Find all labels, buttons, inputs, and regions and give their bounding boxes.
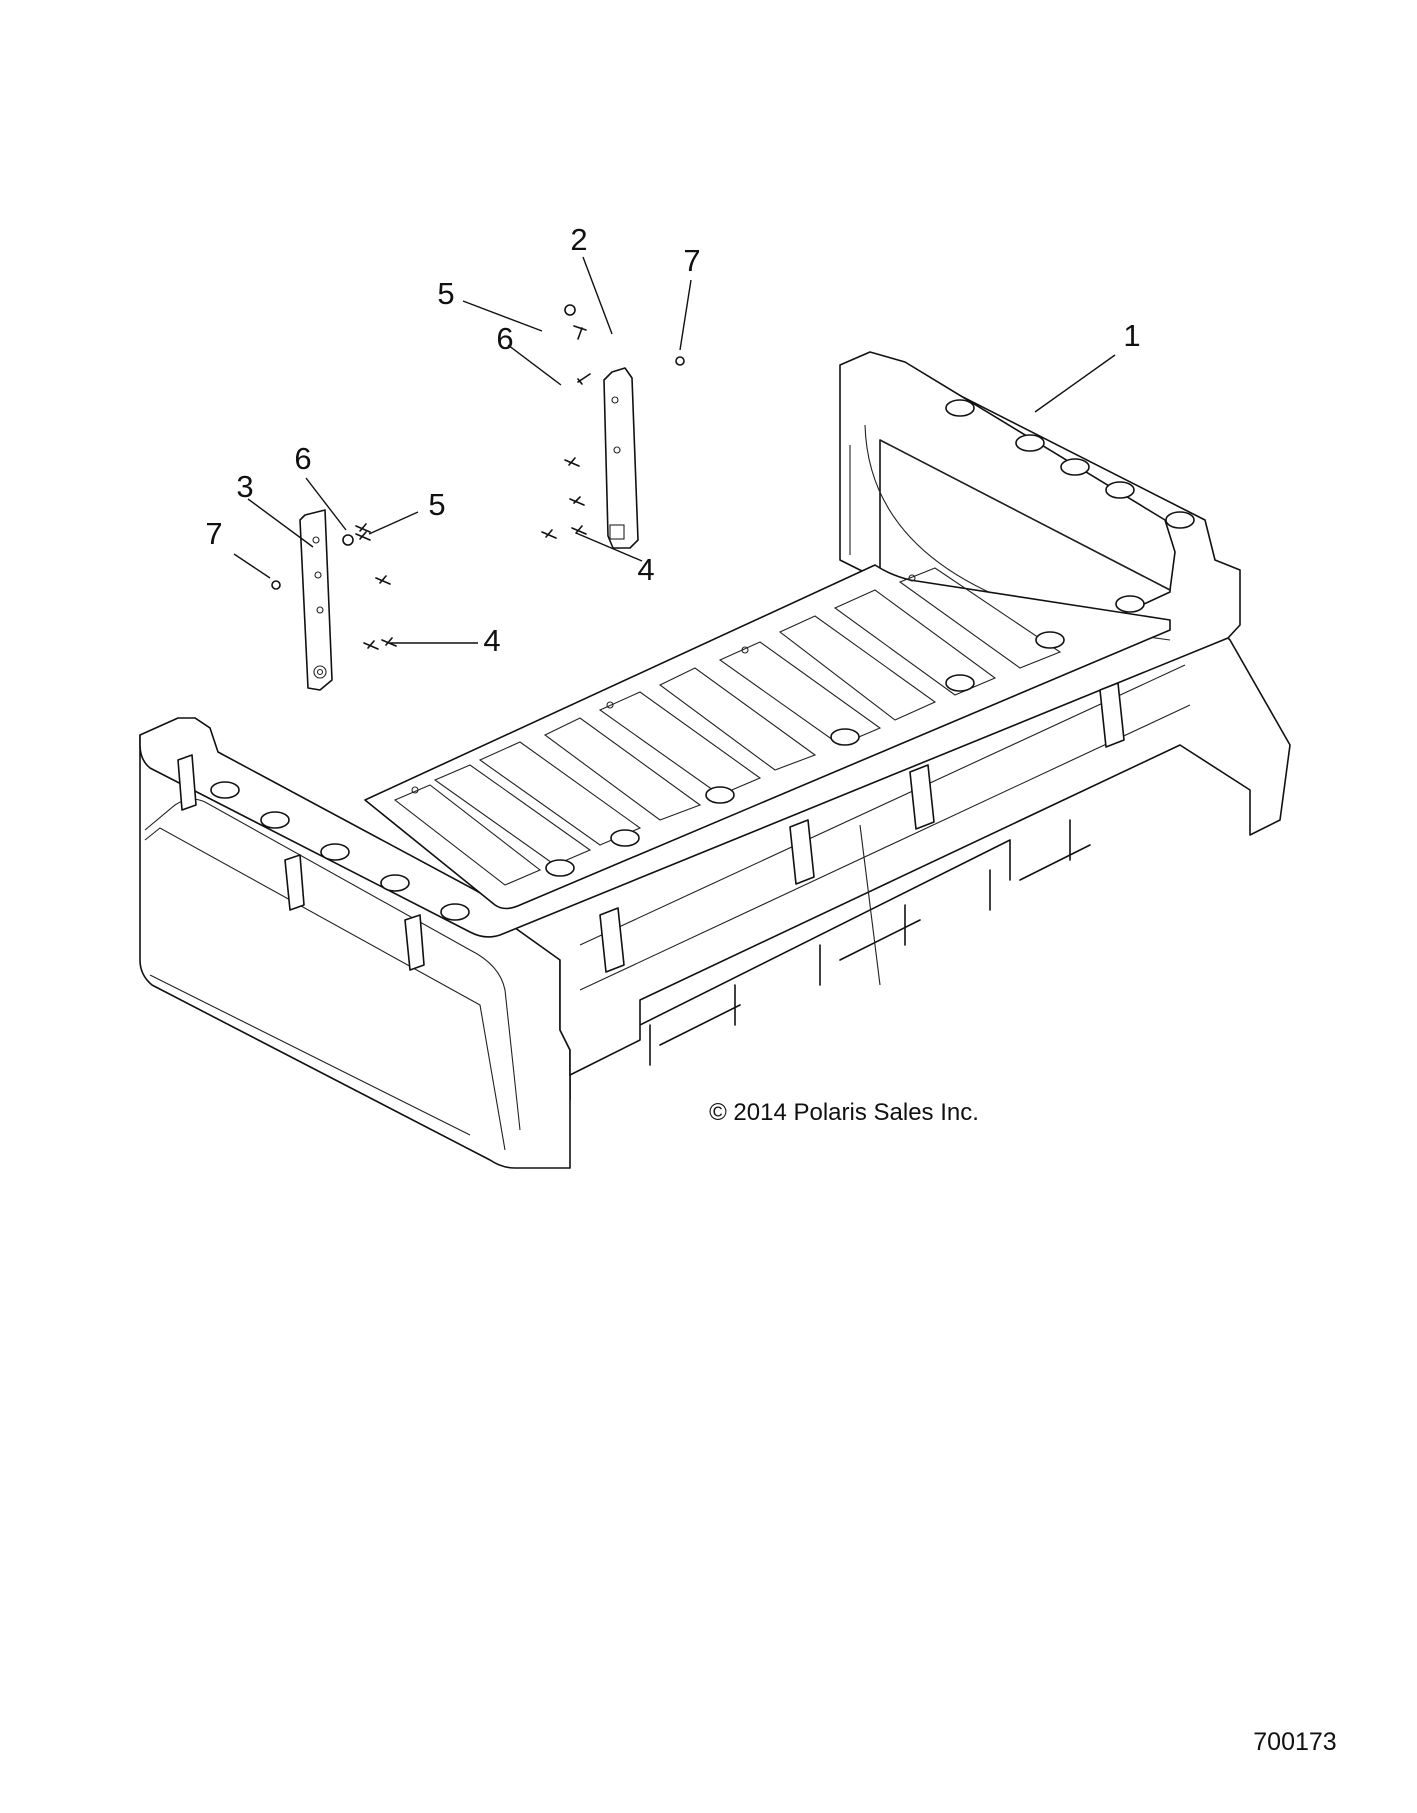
cargo-box-right-wall bbox=[839, 351, 1176, 591]
callout-5b: 5 bbox=[428, 487, 445, 522]
bolt-icon bbox=[381, 637, 397, 647]
callout-4b: 4 bbox=[483, 623, 500, 658]
cargo-box-tie-down-loops bbox=[177, 682, 1125, 973]
cargo-box-floor-ribs bbox=[393, 567, 1062, 886]
screw-icon bbox=[573, 325, 587, 340]
screw-icon bbox=[577, 373, 591, 385]
callout-7b: 7 bbox=[205, 516, 222, 551]
bracket-right bbox=[603, 367, 639, 549]
callout-6a: 6 bbox=[496, 321, 513, 356]
cargo-box-floor bbox=[364, 564, 1171, 910]
callout-6b: 6 bbox=[294, 441, 311, 476]
screw-icon bbox=[355, 531, 371, 541]
bolt-icon bbox=[363, 640, 379, 650]
washer-icon bbox=[564, 304, 576, 316]
screw-icon bbox=[355, 523, 371, 533]
cargo-box bbox=[139, 351, 1291, 1169]
screw-icon bbox=[569, 496, 585, 506]
callout-2: 2 bbox=[570, 222, 587, 257]
bolt-icon bbox=[571, 525, 587, 535]
callout-4a: 4 bbox=[637, 552, 654, 587]
screw-icon bbox=[564, 457, 580, 467]
screw-icon bbox=[375, 575, 391, 585]
nut-icon bbox=[675, 356, 685, 366]
copyright-notice: © 2014 Polaris Sales Inc. bbox=[709, 1099, 979, 1126]
fasteners bbox=[271, 304, 685, 650]
nut-icon bbox=[271, 580, 281, 590]
callouts: 1 2 3 4 4 5 5 6 6 7 7 bbox=[205, 222, 1140, 658]
figure-number: 700173 bbox=[1253, 1728, 1336, 1756]
callout-7a: 7 bbox=[683, 243, 700, 278]
washer-icon bbox=[342, 534, 354, 546]
callout-1: 1 bbox=[1123, 318, 1140, 353]
callout-5a: 5 bbox=[437, 276, 454, 311]
cargo-box-rim-holes bbox=[210, 399, 1195, 921]
bracket-left bbox=[299, 509, 333, 691]
bolt-icon bbox=[541, 529, 557, 539]
callout-3: 3 bbox=[236, 469, 253, 504]
